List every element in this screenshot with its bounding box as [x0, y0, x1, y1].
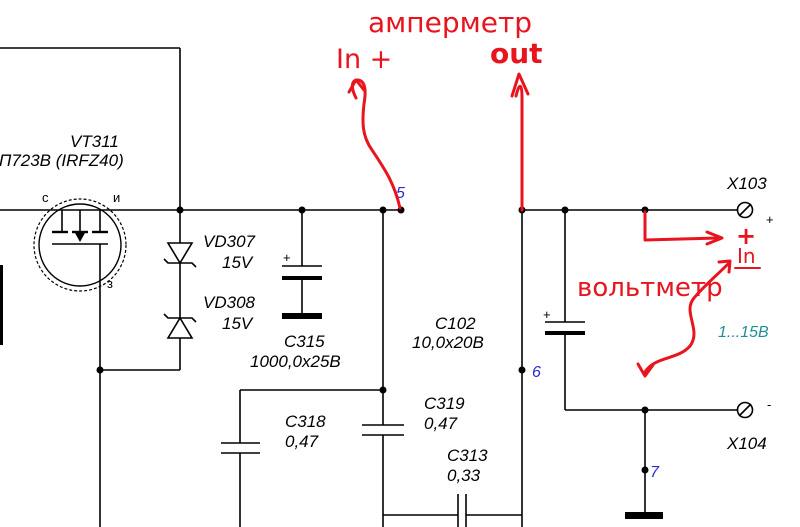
arrowhead-icon [510, 72, 530, 98]
c318-ref: C318 [285, 412, 326, 431]
x104-polarity: - [767, 397, 771, 412]
arrowhead-icon [717, 259, 732, 274]
c315-plus-sign: + [283, 250, 291, 265]
c319-value: 0,47 [424, 414, 458, 433]
c319-ref: C319 [424, 394, 465, 413]
pin-drain-label: с [42, 190, 49, 205]
mosfet-vt311 [33, 198, 127, 292]
pin-source-label: и [113, 190, 120, 205]
left-edge-wire [0, 265, 3, 345]
pin-gate-label: з [107, 276, 113, 291]
x103-polarity: + [766, 212, 774, 227]
c102-ref: C102 [435, 314, 476, 333]
ammeter-annotation: амперметр [368, 6, 532, 39]
arrowhead-icon [636, 362, 655, 378]
arrowhead-icon [705, 230, 724, 246]
c313-value: 0,33 [447, 466, 481, 485]
out-annotation: out [490, 37, 543, 70]
capacitor-plate [282, 276, 322, 280]
junction-dot [379, 386, 387, 394]
terminal-x104 [736, 401, 754, 419]
vd308-ref: VD308 [203, 293, 256, 312]
capacitor-plate [545, 331, 585, 335]
transistor-body [38, 203, 122, 287]
zener-diode-vd307 [163, 242, 197, 268]
voltmeter-annotation: вольтметр [577, 273, 723, 303]
channel-arrow-icon [75, 233, 85, 242]
x104-ref: X104 [726, 434, 767, 453]
junction-dot [641, 206, 649, 214]
c315-value: 1000,0x25B [250, 352, 341, 371]
ammeter-out-line [514, 84, 524, 212]
junction-dot [518, 366, 526, 374]
ground-bar [625, 512, 663, 519]
zener-diode-vd308 [163, 313, 197, 339]
voltmeter-arrow [643, 262, 730, 374]
c102-value: 10,0x20B [412, 333, 484, 352]
x103-ref: X103 [726, 174, 767, 193]
ammeter-in-arrow [350, 78, 402, 210]
junction-dot [641, 406, 649, 414]
transistor-part: П723В (IRFZ40) [0, 151, 124, 170]
vd308-value: 15V [222, 314, 254, 333]
vd307-ref: VD307 [203, 232, 256, 251]
terminal-x103 [736, 201, 754, 219]
junction-dot [641, 466, 649, 474]
c315-ref: C315 [284, 332, 325, 351]
node-label-7: 7 [650, 464, 660, 481]
output-plus-arrow [643, 210, 720, 242]
in-plus-annotation: In + [336, 44, 392, 75]
junction-dot [96, 366, 104, 374]
arrowhead-icon [347, 78, 366, 94]
transistor-outline [33, 198, 127, 292]
output-range-text: 1...15В [718, 324, 769, 341]
c318-value: 0,47 [285, 432, 319, 451]
junction-dot [379, 206, 387, 214]
vd307-value: 15V [222, 253, 254, 272]
junction-dot [176, 206, 184, 214]
junction-dot [298, 206, 306, 214]
node-label-6: 6 [532, 364, 541, 381]
junction-dot [561, 206, 569, 214]
transistor-ref: VT311 [70, 132, 119, 151]
c313-ref: C313 [447, 446, 488, 465]
in-annotation: In [737, 244, 756, 268]
output-cap-plus-sign: + [543, 307, 551, 322]
node-label-5: 5 [396, 185, 405, 202]
ground-bar [282, 313, 322, 319]
plus-annotation: + [736, 222, 756, 250]
